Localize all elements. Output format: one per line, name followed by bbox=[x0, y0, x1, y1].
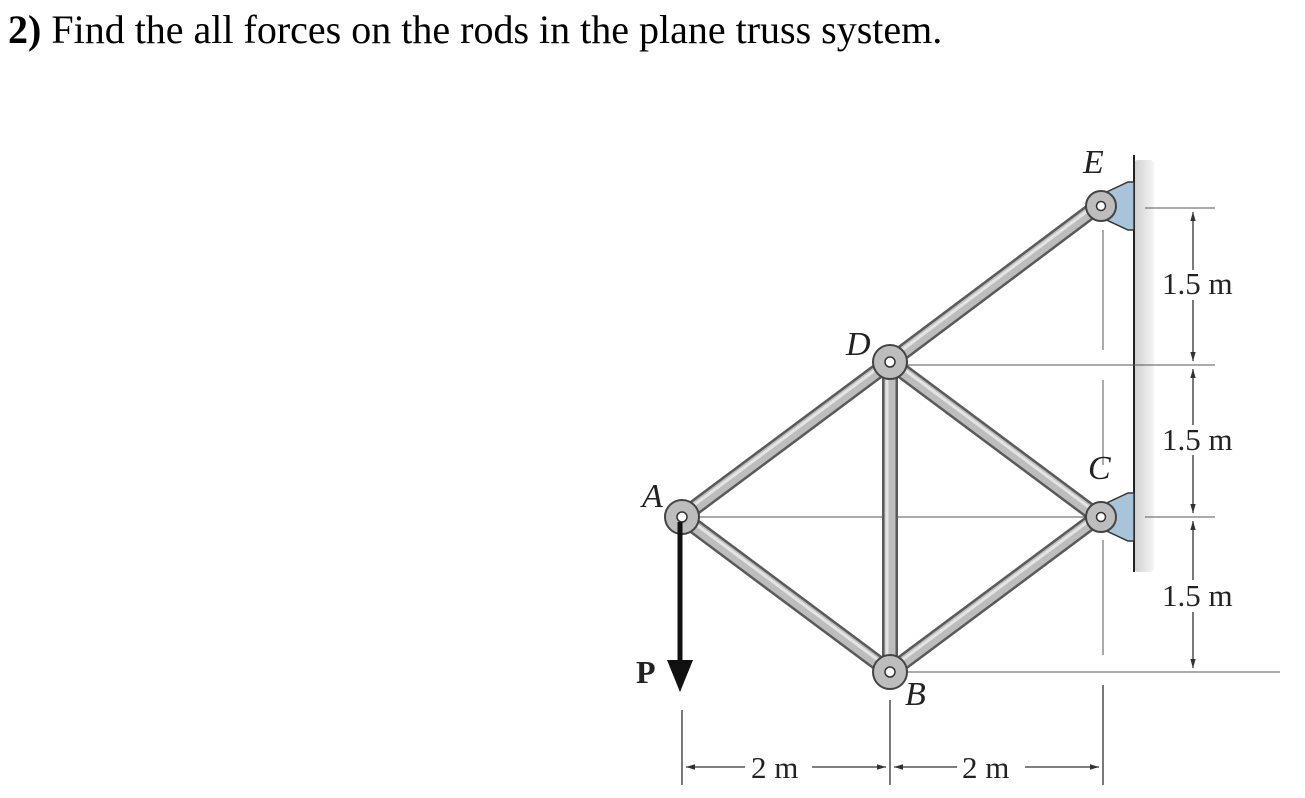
dim-label-vertical-2: 1.5 m bbox=[1162, 422, 1233, 457]
problem-number: 2) bbox=[8, 7, 42, 52]
node-label-A: A bbox=[640, 478, 663, 515]
pin-B bbox=[872, 654, 908, 690]
wall bbox=[1133, 155, 1154, 572]
dim-label-vertical-3: 1.5 m bbox=[1162, 578, 1233, 613]
rods bbox=[674, 198, 1106, 680]
node-label-E: E bbox=[1082, 144, 1104, 181]
pin-C bbox=[1085, 501, 1117, 533]
pins bbox=[664, 190, 1117, 690]
load-label-P: P bbox=[636, 654, 656, 690]
rod-DB bbox=[882, 354, 898, 680]
pin-D bbox=[872, 344, 908, 380]
rod-AB bbox=[674, 509, 898, 680]
node-label-B: B bbox=[905, 676, 926, 713]
rod-BC bbox=[882, 509, 1106, 680]
dim-label-horizontal-1: 2 m bbox=[751, 750, 798, 785]
load-arrow bbox=[667, 522, 693, 692]
problem-statement: 2) Find the all forces on the rods in th… bbox=[8, 8, 942, 52]
node-label-D: D bbox=[845, 326, 871, 363]
rod-AD bbox=[674, 354, 898, 525]
dim-label-vertical-1: 1.5 m bbox=[1162, 266, 1233, 301]
rod-DC bbox=[882, 354, 1106, 525]
pin-E bbox=[1085, 190, 1117, 222]
dim-label-horizontal-2: 2 m bbox=[962, 750, 1009, 785]
horizontal-dimension bbox=[681, 685, 1104, 785]
problem-text: Find the all forces on the rods in the p… bbox=[51, 7, 943, 52]
node-label-C: C bbox=[1088, 450, 1111, 487]
rod-DE bbox=[882, 198, 1106, 370]
pin-A bbox=[664, 499, 700, 535]
construction-lines bbox=[680, 207, 1280, 673]
